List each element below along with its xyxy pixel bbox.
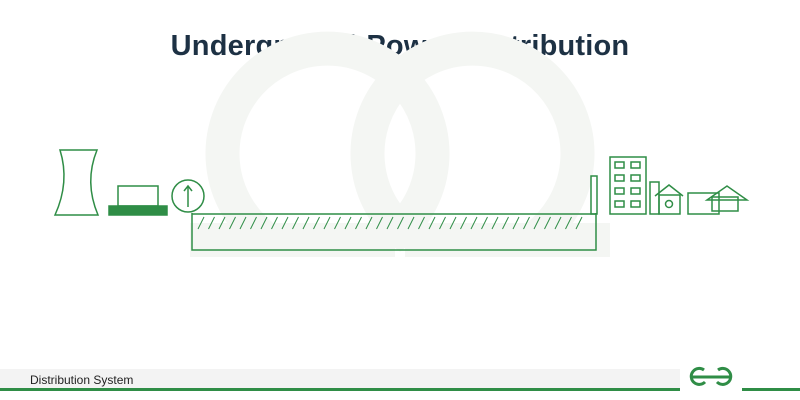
cable-hatch-mark (218, 216, 226, 230)
cable-hatch-mark (208, 216, 215, 230)
cable-hatch-mark (397, 216, 404, 230)
cable-hatch-mark (449, 216, 457, 230)
footer-bar (0, 369, 680, 389)
cable-hatch-mark (365, 216, 373, 230)
footer-caption: Distribution System (30, 373, 134, 387)
cable-hatch-mark (565, 216, 572, 230)
cable-hatch-mark (386, 216, 394, 230)
cable-hatch-mark (292, 216, 299, 230)
cable-hatch-mark (355, 216, 362, 230)
cable-hatch-mark (323, 216, 331, 230)
gfg-logo-icon (689, 366, 733, 386)
substation-icon (108, 185, 168, 216)
cable-hatch-mark (439, 216, 446, 230)
cooling-tower-icon (53, 149, 100, 216)
watermark-logo-icon (190, 31, 610, 257)
cable-hatch-mark (260, 216, 268, 230)
cable-hatch-mark (407, 216, 415, 230)
cable-hatch-mark (271, 216, 278, 230)
underground-cable (191, 213, 597, 251)
cable-hatch-mark (197, 216, 205, 230)
shop-icon (687, 185, 750, 215)
cable-hatch-mark (302, 216, 310, 230)
apartment-building-icon (609, 156, 647, 215)
cable-hatch-mark (523, 216, 530, 230)
cable-hatch-mark (533, 216, 541, 230)
footer-accent-line (0, 388, 680, 391)
cable-hatch-mark (470, 216, 478, 230)
cable-hatch-mark (428, 216, 436, 230)
cable-hatch-mark (344, 216, 352, 230)
cable-hatch-mark (313, 216, 320, 230)
cable-hatch-mark (554, 216, 562, 230)
cable-hatch-mark (575, 216, 583, 230)
cable-hatch-mark (376, 216, 383, 230)
distribution-pole-icon (590, 175, 598, 215)
step-up-transformer-icon (171, 179, 205, 213)
cable-hatch-mark (334, 216, 341, 230)
cable-hatch-mark (281, 216, 289, 230)
cable-hatch-mark (460, 216, 467, 230)
cable-hatch-mark (481, 216, 488, 230)
cable-hatch-mark (229, 216, 236, 230)
cable-hatch-mark (512, 216, 520, 230)
cable-hatch-mark (250, 216, 257, 230)
footer-accent-line-right (742, 388, 800, 391)
cable-hatch-mark (491, 216, 499, 230)
cable-hatch-mark (502, 216, 509, 230)
cable-hatch-mark (544, 216, 551, 230)
house-icon (649, 181, 684, 215)
cable-hatch-mark (239, 216, 247, 230)
cable-hatch-mark (418, 216, 425, 230)
